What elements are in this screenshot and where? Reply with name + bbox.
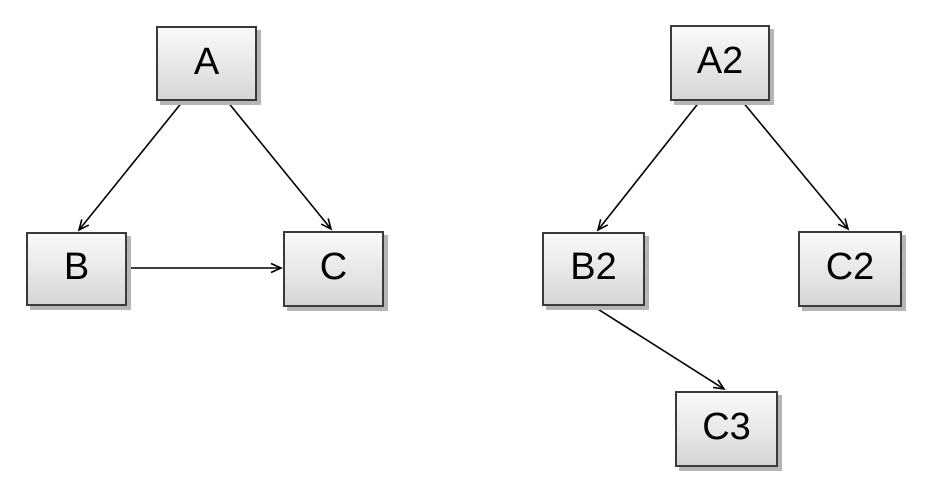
node-label-C3: C3 <box>702 406 751 448</box>
edge-A2-B2[interactable] <box>596 100 701 232</box>
node-label-B2: B2 <box>570 246 617 288</box>
node-label-A2: A2 <box>696 40 744 82</box>
node-C2[interactable]: C2 <box>798 231 902 307</box>
node-A2[interactable]: A2 <box>670 25 770 101</box>
edges-group <box>77 100 850 391</box>
node-label-C2: C2 <box>825 246 875 288</box>
node-label-C: C <box>319 246 348 288</box>
edge-B2-C3[interactable] <box>592 305 726 391</box>
node-label-A: A <box>193 40 220 83</box>
node-label-B: B <box>63 246 90 288</box>
node-C3[interactable]: C3 <box>675 391 778 467</box>
node-C[interactable]: C <box>283 231 384 307</box>
node-A[interactable]: A <box>156 26 257 101</box>
edge-A-B[interactable] <box>77 100 184 232</box>
edge-A-C[interactable] <box>226 100 333 231</box>
edge-A2-C2[interactable] <box>741 100 850 231</box>
node-B[interactable]: B <box>26 232 127 306</box>
node-B2[interactable]: B2 <box>542 232 645 306</box>
